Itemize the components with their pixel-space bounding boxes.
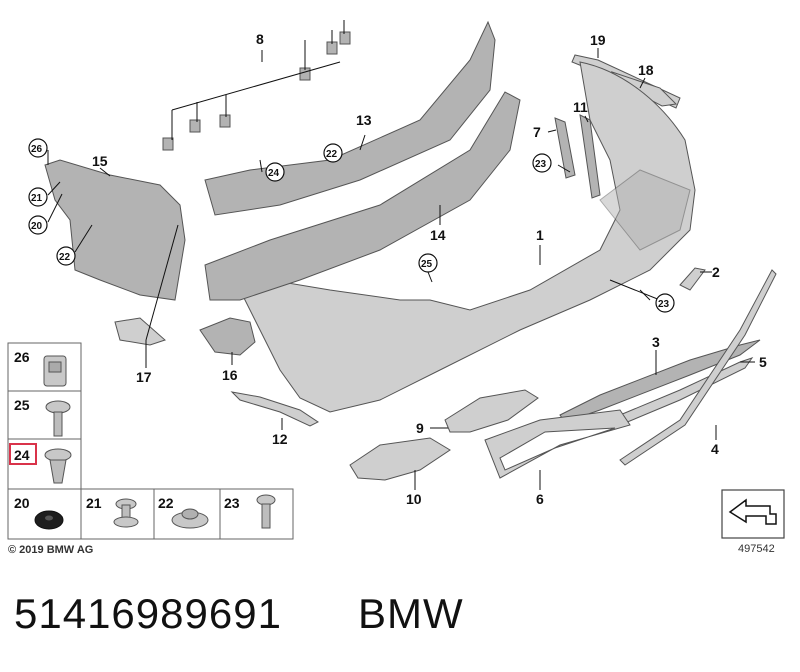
- rivet-24-icon: [44, 448, 72, 484]
- legend-21: 21: [86, 495, 102, 511]
- legend-24-highlight: [9, 443, 37, 465]
- label-2: 2: [712, 264, 720, 280]
- clip-nut-26-icon: [43, 355, 67, 387]
- legend-24: 24: [14, 447, 30, 463]
- part-10-exhaust-trim: [349, 437, 451, 481]
- legend-22: 22: [158, 495, 174, 511]
- label-14: 14: [430, 227, 446, 243]
- legend-23: 23: [224, 495, 240, 511]
- svg-text:25: 25: [421, 259, 433, 270]
- svg-text:24: 24: [268, 168, 280, 179]
- part-17-light: [114, 317, 166, 346]
- copyright-text: © 2019 BMW AG: [8, 544, 93, 556]
- part-number: 51416989691: [14, 590, 282, 637]
- label-16: 16: [222, 367, 238, 383]
- label-4: 4: [711, 441, 719, 457]
- label-13: 13: [356, 112, 372, 128]
- callout-22-left: 22: [56, 246, 76, 266]
- label-18: 18: [638, 62, 654, 78]
- flange-nut-22-icon: [171, 508, 209, 529]
- callout-20: 20: [28, 215, 48, 235]
- callout-22-top: 22: [323, 143, 343, 163]
- label-9: 9: [416, 420, 424, 436]
- part-14-carrier: [204, 91, 521, 301]
- callout-21: 21: [28, 187, 48, 207]
- label-10: 10: [406, 491, 422, 507]
- label-5: 5: [759, 354, 767, 370]
- bolt-21-icon: [113, 498, 139, 528]
- part-1-bumper-cover: [239, 61, 696, 413]
- direction-arrow-icon: [728, 498, 777, 525]
- svg-text:20: 20: [31, 221, 43, 232]
- part-1-shading: [599, 169, 691, 251]
- part-8-clips: [162, 31, 351, 151]
- label-3: 3: [652, 334, 660, 350]
- legend-26: 26: [14, 349, 30, 365]
- part-15-side-bracket: [44, 159, 186, 301]
- callout-25: 25: [418, 253, 438, 273]
- legend-25: 25: [14, 397, 30, 413]
- brand-name: BMW: [358, 590, 464, 637]
- part-12-strip: [230, 391, 319, 427]
- label-6: 6: [536, 491, 544, 507]
- leader-lines: [47, 20, 755, 490]
- svg-text:21: 21: [31, 193, 43, 204]
- part-2-reflector: [679, 267, 706, 291]
- callout-23-upper: 23: [532, 153, 552, 173]
- parts-diagram: 8 19 18 13 11 7 15 14 1 2 17 16 3 5 12 9…: [7, 20, 785, 556]
- legend-20: 20: [14, 495, 30, 511]
- svg-text:23: 23: [535, 159, 547, 170]
- svg-text:22: 22: [326, 149, 338, 160]
- label-7: 7: [533, 124, 541, 140]
- label-19: 19: [590, 32, 606, 48]
- part-4-strip: [619, 269, 777, 466]
- washer-20-icon: [34, 510, 64, 530]
- fastener-legend: 26 25 24 20 21 22 23: [7, 342, 294, 540]
- svg-text:23: 23: [658, 299, 670, 310]
- screw-25-icon: [45, 400, 71, 437]
- part-9-exhaust-trim: [444, 389, 539, 433]
- part-7-bracket: [554, 117, 576, 179]
- screw-23-icon: [256, 494, 276, 529]
- callout-26: 26: [28, 138, 48, 158]
- svg-text:26: 26: [31, 144, 43, 155]
- svg-text:497542: 497542: [738, 543, 775, 555]
- label-11: 11: [573, 99, 588, 115]
- svg-text:22: 22: [59, 252, 71, 263]
- label-1: 1: [536, 227, 544, 243]
- label-15: 15: [92, 153, 108, 169]
- diagram-id-box: 497542: [721, 489, 785, 555]
- part-16-bracket: [199, 317, 256, 356]
- label-17: 17: [136, 369, 152, 385]
- label-12: 12: [272, 431, 288, 447]
- label-8: 8: [256, 31, 264, 47]
- callout-24: 24: [265, 162, 285, 182]
- part-6-trim-frame: [484, 409, 631, 479]
- callout-23-lower: 23: [655, 293, 675, 313]
